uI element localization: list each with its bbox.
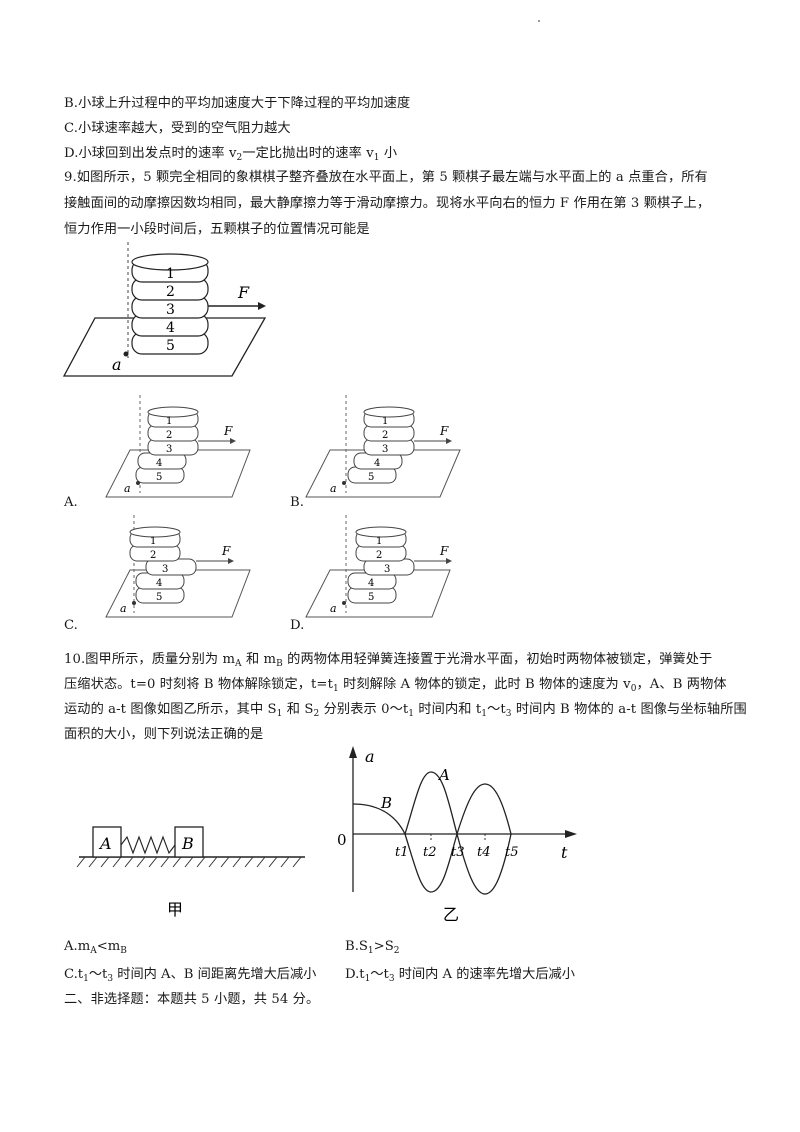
svg-text:2: 2 bbox=[376, 550, 382, 561]
svg-text:1: 1 bbox=[166, 416, 172, 427]
caption-yi: 乙 bbox=[443, 905, 459, 924]
svg-text:2: 2 bbox=[166, 430, 172, 441]
svg-text:1: 1 bbox=[150, 536, 156, 547]
y-axis-label: a bbox=[365, 747, 375, 766]
svg-text:a: a bbox=[330, 482, 337, 495]
chess-label-2: 2 bbox=[166, 284, 175, 300]
svg-text:3: 3 bbox=[382, 444, 388, 455]
section-two-heading: 二、非选择题：本题共 5 小题，共 54 分。 bbox=[64, 992, 320, 1007]
q9-option-d-label: D. bbox=[290, 618, 305, 633]
tick-t5: t5 bbox=[505, 845, 519, 860]
tick-t4: t4 bbox=[477, 845, 491, 860]
svg-text:5: 5 bbox=[368, 592, 374, 603]
x-axis-label: t bbox=[561, 843, 568, 862]
svg-text:a: a bbox=[120, 602, 127, 615]
svg-text:2: 2 bbox=[150, 550, 156, 561]
svg-text:5: 5 bbox=[156, 472, 162, 483]
svg-text:4: 4 bbox=[368, 578, 374, 589]
block-a-label: A bbox=[98, 834, 112, 853]
point-a-label: a bbox=[112, 355, 122, 374]
q10-option-a: A.mA<mB bbox=[64, 939, 127, 956]
q9-main-figure: 1 2 3 4 5 F a bbox=[62, 242, 267, 377]
svg-text:F: F bbox=[223, 424, 233, 438]
q9-option-b-label: B. bbox=[290, 495, 304, 510]
q10-figure-yi: a t 0 A B t1 t2 t3 t4 t5 乙 bbox=[337, 746, 577, 924]
caption-jia: 甲 bbox=[167, 900, 183, 919]
chess-label-4: 4 bbox=[166, 320, 175, 336]
chess-label-1: 1 bbox=[166, 266, 175, 282]
q10-figure-jia: A B 甲 bbox=[76, 826, 305, 919]
svg-text:1: 1 bbox=[376, 536, 382, 547]
force-label: F bbox=[237, 283, 250, 302]
svg-text:a: a bbox=[330, 602, 337, 615]
svg-text:4: 4 bbox=[374, 458, 380, 469]
q9-option-a-figure: 1 2 34 5 F a bbox=[105, 395, 251, 498]
q8-option-b: B.小球上升过程中的平均加速度大于下降过程的平均加速度 bbox=[64, 96, 411, 111]
svg-text:2: 2 bbox=[382, 430, 388, 441]
tick-t1: t1 bbox=[395, 845, 409, 860]
q9-option-c-figure: 1 2 34 5 F a bbox=[105, 515, 251, 618]
svg-text:a: a bbox=[124, 482, 131, 495]
q8-option-d: D.小球回到出发点时的速率 v2一定比抛出时的速率 v1 小 bbox=[64, 146, 398, 163]
scan-dot bbox=[538, 20, 540, 22]
tick-t2: t2 bbox=[423, 845, 437, 860]
chess-label-5: 5 bbox=[166, 338, 175, 354]
q10-stem-line-4: 面积的大小，则下列说法正确的是 bbox=[64, 727, 264, 742]
svg-text:F: F bbox=[439, 544, 449, 558]
chess-label-3: 3 bbox=[166, 302, 175, 318]
svg-text:4: 4 bbox=[156, 578, 162, 589]
q10-option-b: B.S1>S2 bbox=[345, 939, 400, 956]
q9-option-b-figure: 1 2 345 F a bbox=[305, 395, 461, 498]
q9-option-c-label: C. bbox=[64, 618, 78, 633]
q9-stem-line-1: 9.如图所示，5 颗完全相同的象棋棋子整齐叠放在水平面上，第 5 颗棋子最左端与… bbox=[64, 170, 708, 185]
svg-text:3: 3 bbox=[384, 564, 390, 575]
q10-option-d: D.t1～t3 时间内 A 的速率先增大后减小 bbox=[345, 967, 575, 984]
q9-stem-line-2: 接触面间的动摩擦因数均相同，最大静摩擦力等于滑动摩擦力。现将水平向右的恒力 F … bbox=[64, 196, 711, 211]
tick-t3: t3 bbox=[451, 845, 465, 860]
q10-option-c: C.t1～t3 时间内 A、B 间距离先增大后减小 bbox=[64, 967, 317, 984]
svg-text:F: F bbox=[439, 424, 449, 438]
svg-text:4: 4 bbox=[156, 458, 162, 469]
curve-b-label: B bbox=[380, 794, 392, 812]
origin-label: 0 bbox=[337, 831, 347, 849]
q10-stem-line-1: 10.图甲所示，质量分别为 mA 和 mB 的两物体用轻弹簧连接置于光滑水平面，… bbox=[64, 652, 713, 669]
svg-text:F: F bbox=[221, 544, 231, 558]
q9-option-d-figure: 1 2 34 5 F a bbox=[305, 515, 452, 618]
svg-text:5: 5 bbox=[156, 592, 162, 603]
q9-stem-line-3: 恒力作用一小段时间后，五颗棋子的位置情况可能是 bbox=[64, 222, 370, 237]
svg-text:3: 3 bbox=[162, 564, 168, 575]
curve-a-label: A bbox=[437, 766, 450, 784]
q10-stem-line-3: 运动的 a-t 图像如图乙所示，其中 S1 和 S2 分别表示 0～t1 时间内… bbox=[64, 702, 747, 719]
q9-option-a-label: A. bbox=[64, 495, 78, 510]
q10-stem-line-2: 压缩状态。t=0 时刻将 B 物体解除锁定，t=t1 时刻解除 A 物体的锁定，… bbox=[64, 677, 727, 694]
q8-option-c: C.小球速率越大，受到的空气阻力越大 bbox=[64, 121, 291, 136]
svg-text:3: 3 bbox=[166, 444, 172, 455]
svg-text:5: 5 bbox=[368, 472, 374, 483]
svg-text:1: 1 bbox=[382, 416, 388, 427]
block-b-label: B bbox=[181, 834, 194, 853]
